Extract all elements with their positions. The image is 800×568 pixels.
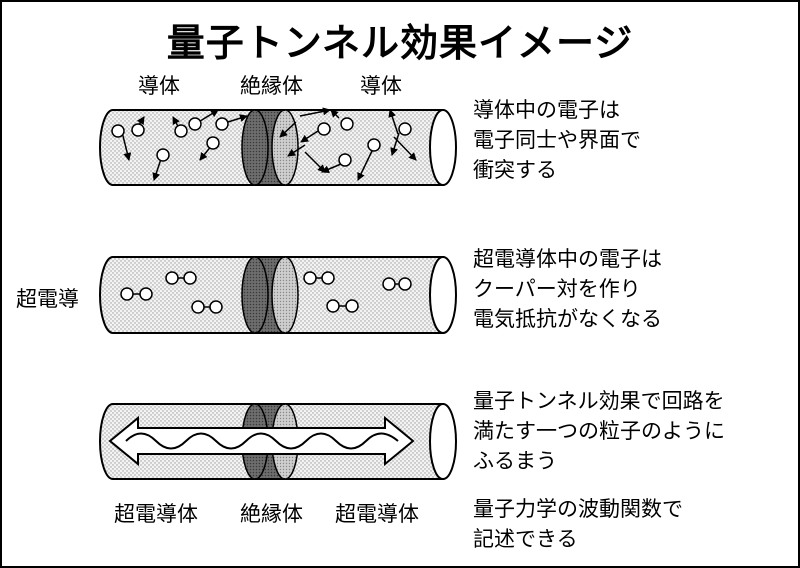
figure-title: 量子トンネル効果イメージ [166, 21, 634, 65]
desc-conductor-line-1: 導体中の電子は [473, 98, 620, 122]
label-superconductor-left: 超電導体 [114, 502, 198, 526]
label-conductor-left: 導体 [138, 74, 180, 98]
desc-superconductor: 超電導体中の電子は クーパー対を作り 電気抵抗がなくなる [473, 244, 662, 334]
cylinder-conductor [99, 109, 457, 186]
desc-tunnel-line-3: ふるまう [473, 449, 557, 473]
desc-wave: 量子力学の波動関数で 記述できる [473, 494, 683, 554]
desc-tunnel-line-2: 満たす一つの粒子のように [473, 419, 725, 443]
wave-arrow [108, 415, 415, 467]
cooper-pairs [120, 271, 412, 314]
desc-tunnel: 量子トンネル効果で回路を 満たす一つの粒子のように ふるまう [473, 386, 725, 476]
desc-wave-line-2: 記述できる [473, 527, 578, 551]
desc-superconductor-line-3: 電気抵抗がなくなる [473, 307, 662, 331]
desc-conductor: 導体中の電子は 電子同士や界面で 衝突する [473, 95, 641, 185]
electron-arrows [111, 107, 417, 181]
label-conductor-right: 導体 [360, 74, 402, 98]
desc-wave-line-1: 量子力学の波動関数で [473, 497, 683, 521]
label-superconductor-side: 超電導 [16, 287, 79, 311]
desc-superconductor-line-2: クーパー対を作り [473, 277, 641, 301]
label-insulator-top: 絶縁体 [240, 74, 303, 98]
desc-tunnel-line-1: 量子トンネル効果で回路を [473, 389, 725, 413]
desc-conductor-line-3: 衝突する [473, 158, 557, 182]
desc-superconductor-line-1: 超電導体中の電子は [473, 247, 662, 271]
cylinder-superconductor [99, 256, 457, 334]
label-superconductor-right: 超電導体 [335, 502, 419, 526]
desc-conductor-line-2: 電子同士や界面で [473, 128, 641, 152]
wave-function-icon [125, 432, 399, 450]
label-insulator-bottom: 絶縁体 [240, 502, 303, 526]
